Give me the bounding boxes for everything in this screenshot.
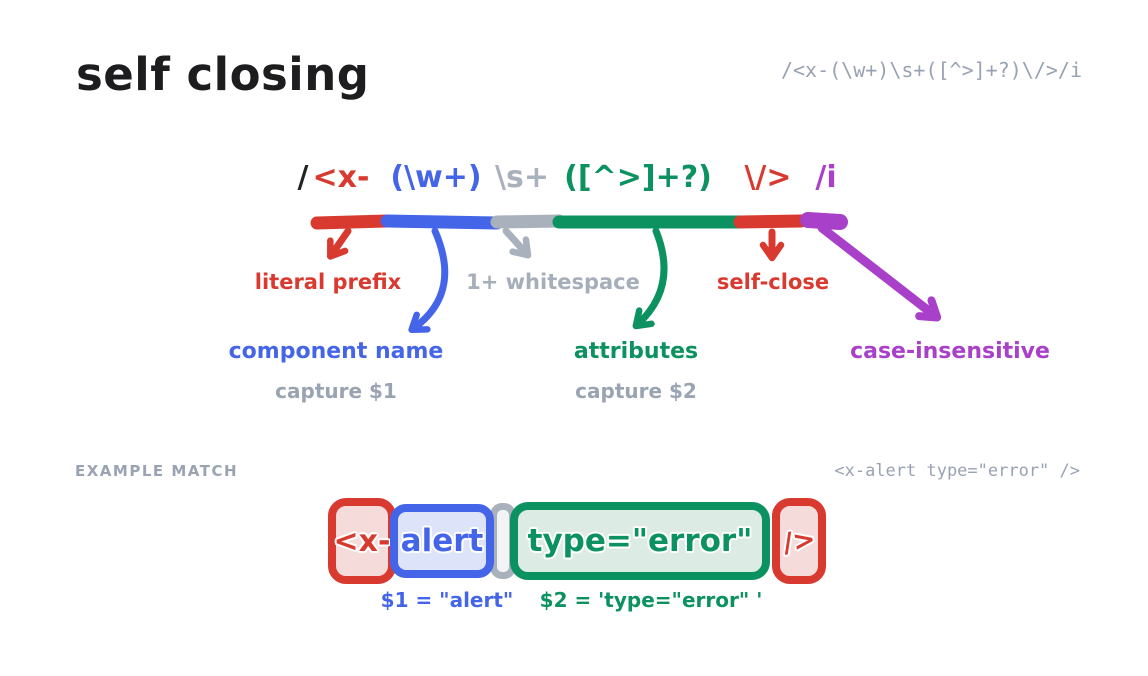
- component-name-arrow: [408, 227, 449, 334]
- token-text-self-close: />: [780, 523, 818, 559]
- label-attributes: attributes: [573, 339, 699, 364]
- page-title: self closing: [76, 48, 370, 101]
- bar-segment-self-close: [733, 214, 808, 229]
- regex-token-delimiter: /: [297, 160, 309, 195]
- label-self-close: self-close: [716, 270, 830, 294]
- example-match-heading: EXAMPLE MATCH: [75, 462, 239, 480]
- capture-2-value: $2 = 'type="error" ': [539, 588, 763, 612]
- regex-token-literal-prefix: <x-: [312, 160, 370, 195]
- label-case-insensitive: case-insensitive: [850, 339, 1050, 364]
- example-token-boxes: <x- alert type="error" />: [328, 496, 826, 586]
- regex-token-flag: /i: [815, 160, 837, 195]
- regex-token-self-close: \/>: [744, 160, 792, 195]
- bar-segment-component-name: [380, 214, 504, 230]
- regex-token-attributes: ([^>]+?): [564, 160, 712, 195]
- attributes-arrow: [632, 227, 668, 330]
- literal-prefix-arrow: [327, 227, 352, 260]
- regex-token-whitespace: \s+: [495, 160, 549, 195]
- label-capture-1: capture $1: [275, 379, 397, 403]
- example-match-text: <x-alert type="error" />: [834, 461, 1080, 481]
- capture-1-value: $1 = "alert": [380, 588, 514, 612]
- token-box-attributes: type="error": [510, 502, 770, 580]
- whitespace-arrow: [502, 227, 532, 259]
- full-regex-text: /<x-(\w+)\s+([^>]+?)\/>/i: [780, 58, 1082, 82]
- label-whitespace: 1+ whitespace: [466, 270, 640, 294]
- bar-segment-literal-prefix: [310, 214, 394, 230]
- token-box-self-close: />: [772, 498, 826, 584]
- bar-segment-flag: [800, 212, 848, 230]
- label-literal-prefix: literal prefix: [254, 270, 402, 294]
- case-insensitive-arrow: [817, 223, 942, 322]
- token-box-component-name: alert: [390, 504, 494, 578]
- segment-bar: [310, 212, 848, 230]
- token-text-component-name: alert: [400, 523, 484, 559]
- annotation-arrows: [327, 223, 942, 334]
- bar-segment-whitespace: [490, 214, 566, 229]
- token-text-attributes: type="error": [527, 523, 753, 559]
- label-capture-2: capture $2: [575, 379, 697, 403]
- token-text-literal-prefix: <x-: [333, 523, 391, 559]
- label-component-name: component name: [228, 339, 444, 364]
- token-box-literal-prefix: <x-: [328, 498, 396, 584]
- regex-token-component-name: (\w+): [390, 160, 482, 195]
